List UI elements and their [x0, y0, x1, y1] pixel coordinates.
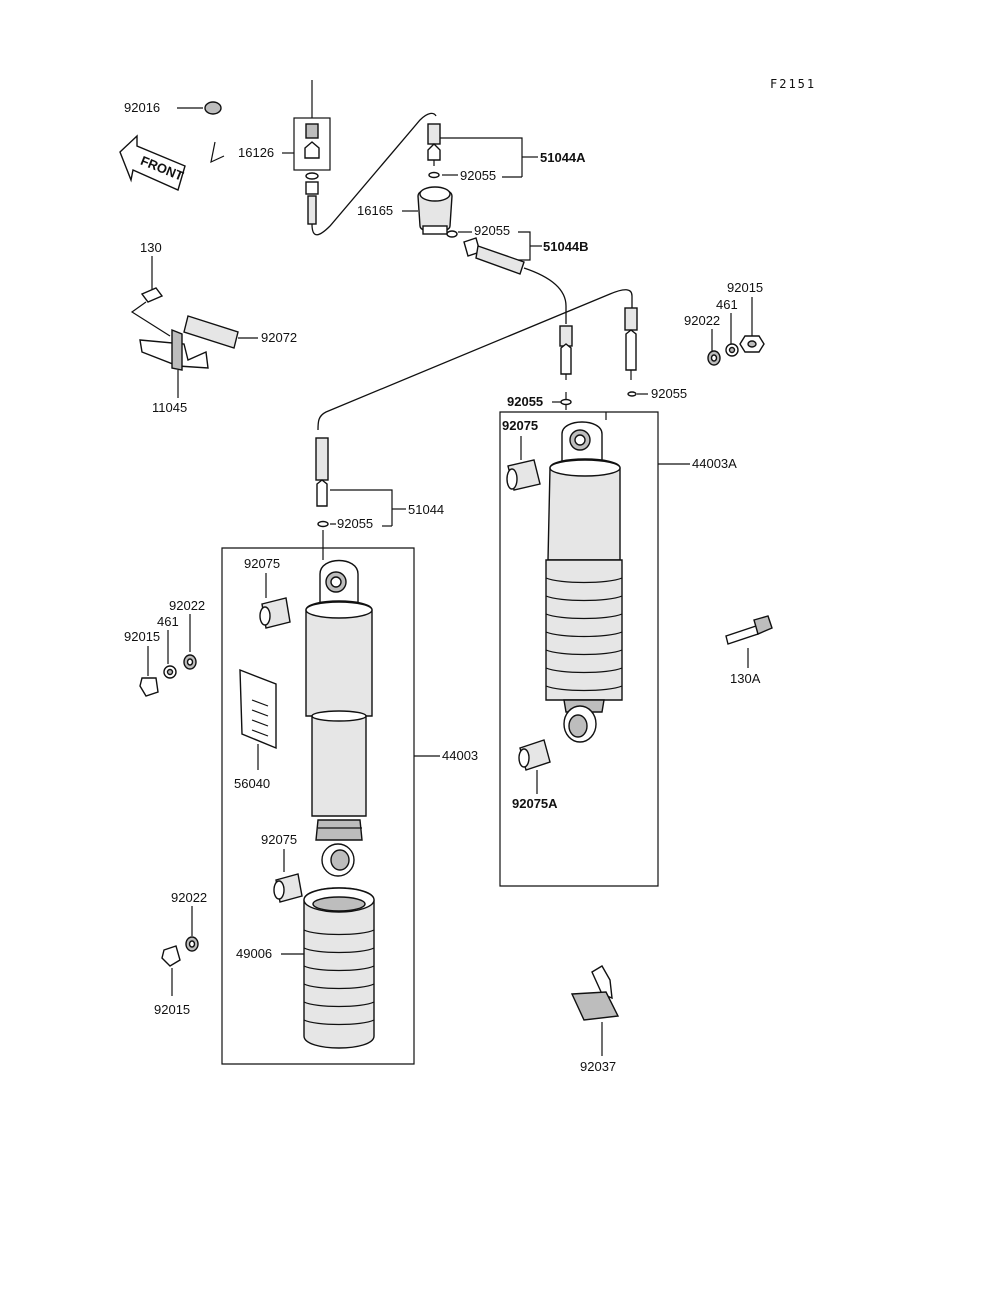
label-92022-r: 92022 — [684, 313, 720, 328]
part-left-hardware-lower: 92022 92015 — [154, 890, 207, 1017]
label-92055-a: 92055 — [460, 168, 496, 183]
label-130: 130 — [140, 240, 162, 255]
label-92055-e: 92055 — [337, 516, 373, 531]
part-bracket-11045: 130 92072 11045 — [130, 240, 297, 415]
label-44003A: 44003A — [692, 456, 737, 471]
diagram-code: F2151 — [770, 77, 816, 91]
part-130A: 130A — [725, 615, 773, 686]
label-92055-c: 92055 — [507, 394, 543, 409]
part-92016: 92016 — [124, 100, 222, 115]
label-92022-l2: 92022 — [171, 890, 207, 905]
front-arrow: FRONT — [119, 134, 186, 191]
nut-icon — [204, 101, 222, 115]
part-right-hardware: 92015 461 92022 — [684, 280, 765, 366]
part-51044: 51044 92055 — [315, 437, 444, 560]
part-92037: 92037 — [570, 965, 620, 1074]
label-51044: 51044 — [408, 502, 444, 517]
label-92015-r: 92015 — [727, 280, 763, 295]
label-51044A: 51044A — [540, 150, 586, 165]
label-49006: 49006 — [236, 946, 272, 961]
part-left-hardware-upper: 92022 461 92015 — [124, 598, 205, 697]
label-92075-l2: 92075 — [261, 832, 297, 847]
label-51044B: 51044B — [543, 239, 589, 254]
label-16165: 16165 — [357, 203, 393, 218]
part-51044B: 92055 51044B — [446, 223, 589, 324]
label-92055-d: 92055 — [651, 386, 687, 401]
label-92075-r: 92075 — [502, 418, 538, 433]
part-44003A: 92055 92055 44003A 92075 92075A — [499, 386, 737, 887]
label-11045: 11045 — [152, 400, 187, 415]
label-461-r: 461 — [716, 297, 738, 312]
label-56040: 56040 — [234, 776, 270, 791]
part-16126: 16126 — [238, 80, 437, 236]
label-92072: 92072 — [261, 330, 297, 345]
part-16165: 16165 — [357, 186, 453, 235]
part-44003: 44003 92075 56040 92075 — [221, 547, 478, 1065]
right-hose-fittings — [317, 289, 638, 431]
label-92015-l2: 92015 — [154, 1002, 190, 1017]
label-92075-l1: 92075 — [244, 556, 280, 571]
label-130A: 130A — [730, 671, 761, 686]
label-92022-l1: 92022 — [169, 598, 205, 613]
label-92016: 92016 — [124, 100, 160, 115]
label-461-l: 461 — [157, 614, 179, 629]
label-92037: 92037 — [580, 1059, 616, 1074]
label-16126: 16126 — [238, 145, 274, 160]
label-92055-b: 92055 — [474, 223, 510, 238]
label-92015-l1: 92015 — [124, 629, 160, 644]
label-44003: 44003 — [442, 748, 478, 763]
part-51044A: 51044A 92055 — [427, 123, 586, 183]
label-92075A: 92075A — [512, 796, 558, 811]
